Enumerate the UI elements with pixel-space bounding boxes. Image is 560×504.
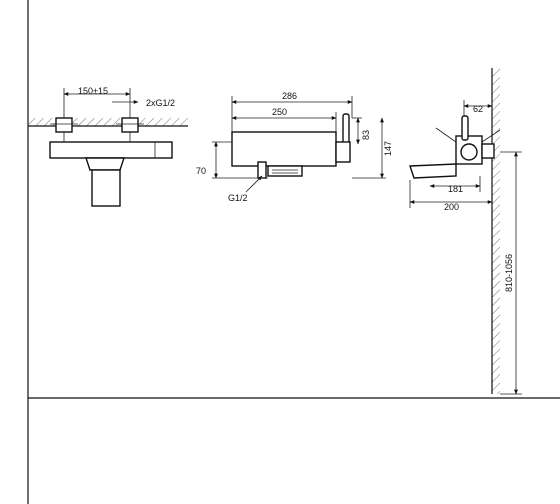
side-spout-outlet	[267, 165, 303, 177]
side-overall-width-dim: 286	[282, 91, 297, 101]
top-lever	[461, 115, 469, 141]
side-lever-height-dim: 83	[361, 130, 371, 140]
side-outlet-height-dim: 70	[196, 166, 206, 176]
front-view: 150±15 2xG1/2	[28, 86, 188, 207]
top-wall-hatch	[492, 68, 500, 394]
top-wall-flange	[481, 143, 495, 159]
right-connector	[121, 117, 139, 133]
top-mounting-height-dim: 810-1056	[504, 254, 514, 292]
front-spout	[85, 157, 125, 171]
front-wall-hatch	[28, 118, 188, 126]
top-total-depth-dim: 200	[444, 202, 459, 212]
side-total-height-dim: 147	[383, 141, 393, 156]
front-centers-dim: 150±15	[78, 86, 108, 96]
side-mixer-body	[231, 131, 337, 167]
drawing-frame	[27, 0, 560, 504]
side-outlet-thread: G1/2	[228, 193, 248, 203]
front-spout-outlet	[91, 169, 121, 207]
side-body-width-dim: 250	[272, 107, 287, 117]
top-cartridge	[460, 143, 478, 161]
front-mixer-body	[49, 141, 173, 159]
side-lever	[342, 113, 350, 145]
left-connector	[55, 117, 73, 133]
top-lever-offset-dim: 62	[473, 104, 483, 114]
side-outlet-connector	[257, 161, 267, 179]
top-spout	[409, 163, 457, 179]
top-view: 62 181 200 810-1056	[409, 68, 522, 395]
top-spout-reach-dim: 181	[448, 184, 463, 194]
side-lever-base	[335, 141, 351, 163]
front-connection-dim: 2xG1/2	[146, 98, 175, 108]
side-view: 286 250 83 147 70 G1/2	[196, 91, 393, 203]
